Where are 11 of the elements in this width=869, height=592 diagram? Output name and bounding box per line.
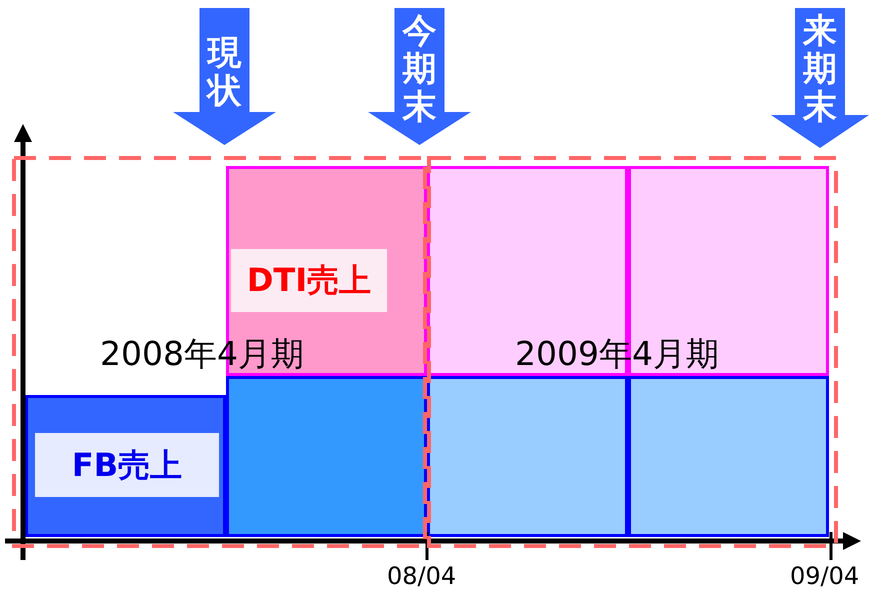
- tick-label: 08/04: [387, 562, 456, 590]
- sales-label: FB売上: [35, 433, 219, 497]
- arrow-label: 来期末: [802, 12, 838, 126]
- bar-block: [427, 376, 628, 537]
- bar-block: [628, 376, 829, 537]
- bar-block: [226, 376, 427, 537]
- bar-block: [25, 395, 226, 537]
- arrow-label: 今期末: [402, 12, 438, 126]
- tick-label: 09/04: [790, 562, 860, 590]
- sales-label: DTI売上: [231, 249, 387, 312]
- arrow-label: 現状: [206, 34, 242, 110]
